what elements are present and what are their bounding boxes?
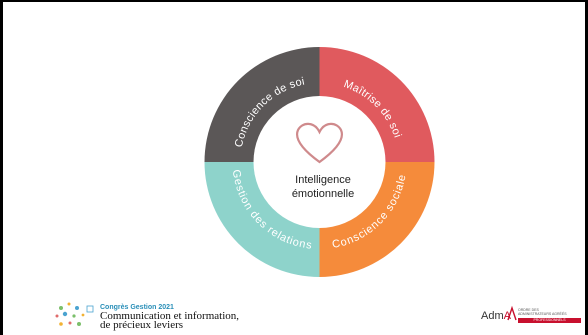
emotional-intelligence-wheel: Conscience de soi Maîtrise de soi Consci… <box>55 47 517 326</box>
center-label-line2: émotionnelle <box>291 188 355 200</box>
adma-logo-small-line1: ORDRE DES <box>518 308 539 312</box>
slide: Conscience de soi Maîtrise de soi Consci… <box>3 2 585 335</box>
event-subtitle-line1: Communication et information, <box>100 310 240 322</box>
adma-logo-text: AdmA <box>481 310 511 322</box>
adma-logo-main: Adm <box>481 310 504 322</box>
adma-logo-accent: A <box>503 310 511 322</box>
center-label-line1: Intelligence <box>295 174 351 186</box>
adma-logo-small-line2: ADMINISTRATEURS AGRÉÉS <box>518 312 567 316</box>
adma-logo-icon <box>507 305 517 321</box>
congres-logo-icon <box>55 302 94 326</box>
adma-logo-band: PROFESSIONNELS <box>518 318 581 323</box>
heart-icon <box>296 122 343 164</box>
event-title: Congrès Gestion 2021 <box>100 304 174 311</box>
event-subtitle-line2: de précieux leviers <box>100 319 184 331</box>
